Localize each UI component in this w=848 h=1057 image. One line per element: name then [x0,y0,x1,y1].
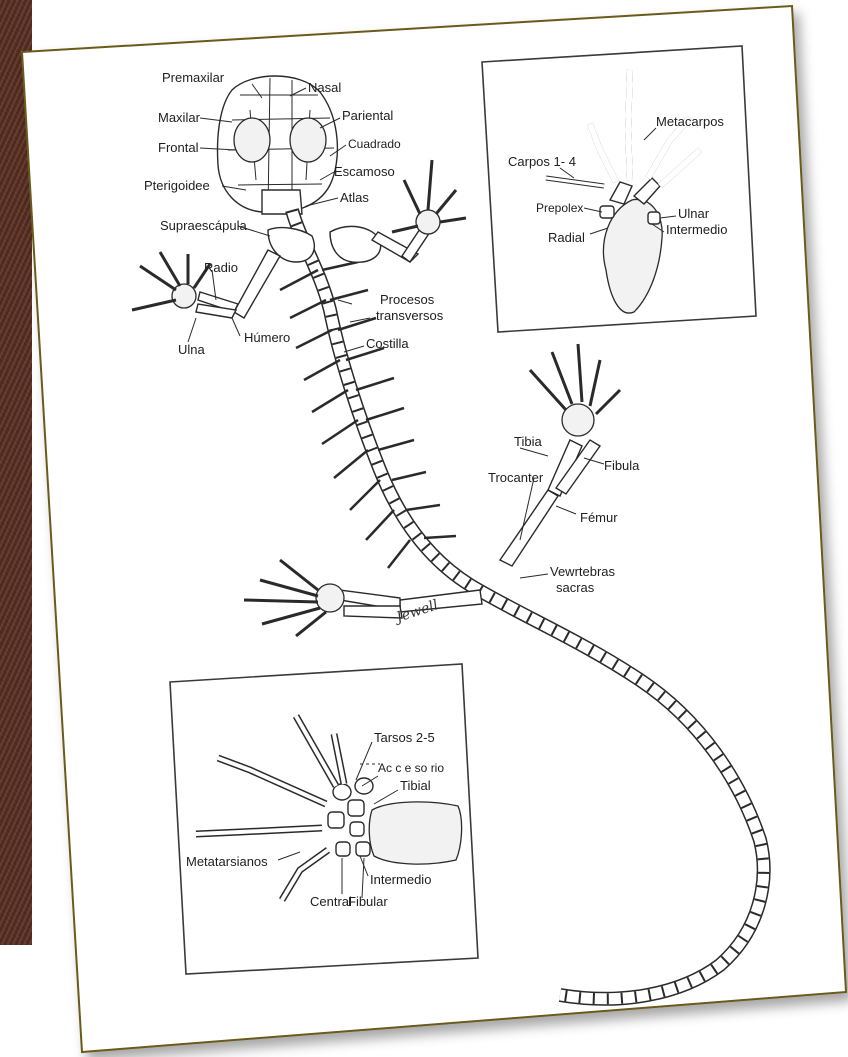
label-vertebras: Vewrtebras [550,564,616,579]
label-tibia: Tibia [514,434,542,449]
label-central: Central [310,894,352,909]
label-tarsos: Tarsos 2-5 [374,730,435,745]
label-ulna: Ulna [178,342,206,357]
label-femur: Fémur [580,510,618,525]
label-fibula: Fibula [604,458,640,473]
label-tibial: Tibial [400,778,431,793]
label-costilla: Costilla [366,336,409,351]
label-intermedio-foot: Intermedio [370,872,431,887]
label-transversos: transversos [376,308,444,323]
label-ulnar: Ulnar [678,206,710,221]
label-accesorio: Ac c e so rio [378,761,444,775]
label-metacarpos: Metacarpos [656,114,724,129]
label-procesos: Procesos [380,292,435,307]
label-escamoso: Escamoso [334,164,395,179]
label-maxilar: Maxilar [158,110,201,125]
skull [218,76,338,214]
paper-sheet [22,6,846,1052]
label-humero: Húmero [244,330,290,345]
label-supraescapula: Supraescápula [160,218,247,233]
label-cuadrado: Cuadrado [348,137,401,151]
label-radio: Radio [204,260,238,275]
label-pariental: Pariental [342,108,393,123]
label-premaxilar: Premaxilar [162,70,225,85]
label-metatarsianos: Metatarsianos [186,854,268,869]
label-trocanter: Trocanter [488,470,544,485]
label-intermedio-hand: Intermedio [666,222,727,237]
label-nasal: Nasal [308,80,341,95]
label-fibular: Fibular [348,894,388,909]
label-carpos: Carpos 1- 4 [508,154,576,169]
label-pterigoidee: Pterigoidee [144,178,210,193]
label-radial: Radial [548,230,585,245]
label-sacras: sacras [556,580,595,595]
label-prepolex: Prepolex [536,201,583,215]
label-frontal: Frontal [158,140,199,155]
label-atlas: Atlas [340,190,369,205]
